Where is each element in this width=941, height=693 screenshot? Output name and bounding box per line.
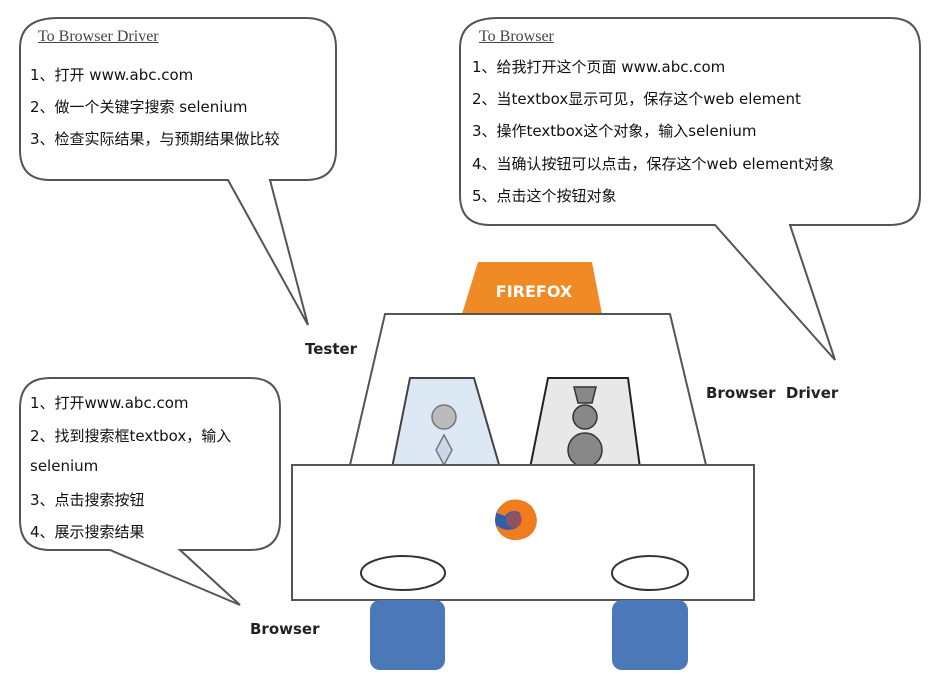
browser-bubble-line-5: 4、展示搜索结果	[30, 523, 145, 541]
tester-label: Tester	[305, 340, 358, 358]
driver-bubble-line-5: 5、点击这个按钮对象	[472, 187, 617, 205]
driver-bubble-heading: To Browser	[479, 28, 554, 45]
tester-bubble-line-3: 3、检查实际结果，与预期结果做比较	[30, 130, 280, 148]
browser-bubble-line-1: 1、打开www.abc.com	[30, 394, 189, 412]
browser-label: Browser	[250, 620, 320, 638]
firefox-sign	[462, 262, 602, 314]
tester-bubble-line-2: 2、做一个关键字搜索 selenium	[30, 98, 248, 116]
browser-bubble-line-4: 3、点击搜索按钮	[30, 491, 145, 509]
driver-bubble-line-1: 1、给我打开这个页面 www.abc.com	[472, 58, 726, 76]
tester-figure-head	[431, 404, 457, 430]
firefox-logo-icon	[495, 499, 537, 540]
driver-bubble-line-2: 2、当textbox显示可见，保存这个web element	[472, 90, 801, 108]
tester-speech-bubble	[19, 17, 337, 326]
car-illustration	[291, 262, 755, 670]
driver-speech-bubble	[459, 17, 921, 361]
tester-bubble-line-1: 1、打开 www.abc.com	[30, 66, 194, 84]
left-wheel	[370, 600, 445, 670]
browser-speech-bubble	[19, 377, 281, 606]
firefox-sign-label: FIREFOX	[495, 282, 573, 301]
tester-bubble-heading: To Browser Driver	[38, 28, 159, 45]
driver-figure-head	[572, 404, 598, 430]
browser-bubble-line-3: selenium	[30, 457, 99, 475]
right-wheel	[612, 600, 688, 670]
driver-bubble-line-4: 4、当确认按钮可以点击，保存这个web element对象	[472, 155, 835, 173]
driver-bubble-line-3: 3、操作textbox这个对象，输入selenium	[472, 122, 757, 140]
browser-bubble-line-2: 2、找到搜索框textbox，输入	[30, 427, 232, 445]
driver-figure-body	[567, 432, 603, 468]
browser-driver-label: Browser Driver	[706, 384, 839, 402]
right-headlight	[611, 555, 689, 591]
driver-figure-hat	[573, 386, 597, 404]
left-headlight	[360, 555, 446, 591]
